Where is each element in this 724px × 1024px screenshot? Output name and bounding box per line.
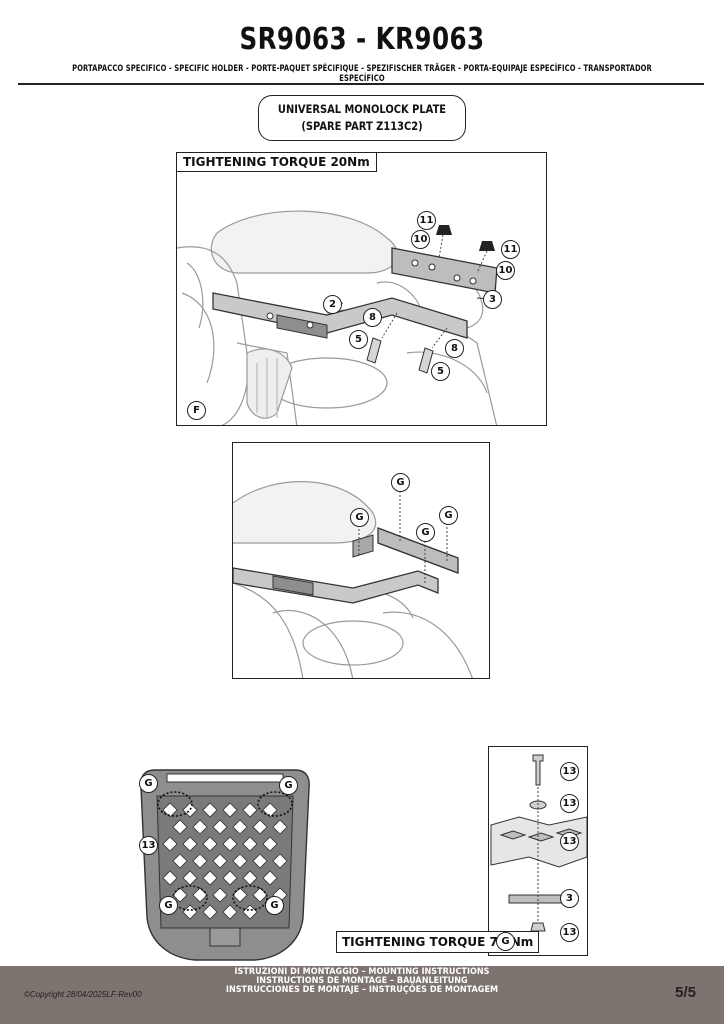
rack-mounting-drawing xyxy=(177,210,498,425)
callout-5: 5 xyxy=(431,362,450,381)
document-subtitle: PORTAPACCO SPECIFICO - SPECIFIC HOLDER -… xyxy=(72,64,652,84)
callout-g: G xyxy=(139,774,158,793)
callout-8: 8 xyxy=(445,339,464,358)
callout-8: 8 xyxy=(363,308,382,327)
callout-11: 11 xyxy=(501,240,520,259)
footer-line-2: INSTRUCTIONS DE MONTAGE – BAUANLEITUNG xyxy=(256,976,468,986)
figure-plate-hardware: 13 13 13 3 13 xyxy=(488,746,588,956)
plate-hardware-drawing xyxy=(490,754,587,932)
copyright: ©Copyright 28/04/2025LF-Rev00 xyxy=(24,990,142,999)
footer-line-1: ISTRUZIONI DI MONTAGGIO – MOUNTING INSTR… xyxy=(234,967,490,977)
figure-rack-mounting: TIGHTENING TORQUE 20Nm 11 10 11 10 2 3 8… xyxy=(176,152,547,426)
callout-13: 13 xyxy=(560,794,579,813)
callout-g: G xyxy=(496,932,515,951)
torque-label-20nm: TIGHTENING TORQUE 20Nm xyxy=(177,153,377,172)
callout-g: G xyxy=(416,523,435,542)
callout-11: 11 xyxy=(417,211,436,230)
footer-titles: ISTRUZIONI DI MONTAGGIO – MOUNTING INSTR… xyxy=(0,968,724,995)
callout-g: G xyxy=(439,506,458,525)
figure-monolock-plate: G G 13 G G xyxy=(135,768,315,964)
footer-bar: ISTRUZIONI DI MONTAGGIO – MOUNTING INSTR… xyxy=(0,966,724,1024)
document-title: SR9063 - KR9063 xyxy=(239,22,485,57)
page-number: 5/5 xyxy=(675,984,696,1001)
header-divider xyxy=(18,83,704,85)
torque-label-7-5nm: TIGHTENING TORQUE 7,5Nm xyxy=(336,931,540,953)
monolock-plate-drawing xyxy=(140,769,310,961)
callout-3: 3 xyxy=(560,889,579,908)
figure-grease-points: G G G G xyxy=(232,442,490,679)
callout-13: 13 xyxy=(560,832,579,851)
callout-g: G xyxy=(265,896,284,915)
callout-10: 10 xyxy=(411,230,430,249)
callout-f: F xyxy=(187,401,206,420)
plate-note: UNIVERSAL MONOLOCK PLATE (SPARE PART Z11… xyxy=(258,95,466,141)
footer-line-3: INSTRUCCIONES DE MONTAJE – INSTRUÇÕES DE… xyxy=(225,985,499,995)
callout-13: 13 xyxy=(560,923,579,942)
callout-13: 13 xyxy=(139,836,158,855)
callout-10: 10 xyxy=(496,261,515,280)
callout-g: G xyxy=(279,776,298,795)
callout-5: 5 xyxy=(349,330,368,349)
plate-note-line1: UNIVERSAL MONOLOCK PLATE xyxy=(277,102,447,116)
callout-g: G xyxy=(159,896,178,915)
callout-3: 3 xyxy=(483,290,502,309)
callout-13: 13 xyxy=(560,762,579,781)
callout-2: 2 xyxy=(323,295,342,314)
callout-g: G xyxy=(391,473,410,492)
plate-note-line2: (SPARE PART Z113C2) xyxy=(301,119,423,133)
grease-points-drawing xyxy=(233,481,473,678)
callout-g: G xyxy=(350,508,369,527)
